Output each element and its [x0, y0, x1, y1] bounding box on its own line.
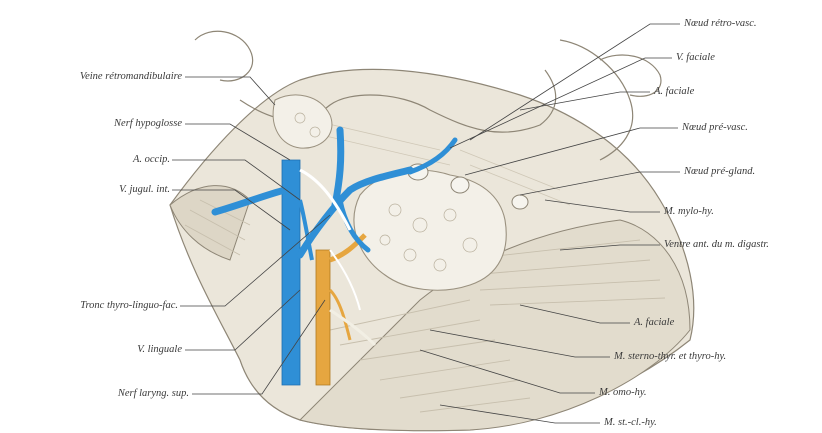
label-a-occip: A. occip.	[133, 154, 170, 166]
label-v-faciale: V. faciale	[676, 52, 715, 64]
label-a-faciale-low: A. faciale	[634, 317, 674, 329]
label-m-st-cl-hy: M. st.-cl.-hy.	[604, 417, 657, 429]
label-nerf-laryng-sup: Nerf laryng. sup.	[118, 388, 189, 400]
label-v-jugul-int: V. jugul. int.	[119, 184, 170, 196]
label-veine-retromandibulaire: Veine rétromandibulaire	[80, 71, 182, 83]
label-m-mylo-hy: M. mylo-hy.	[664, 206, 714, 218]
label-noeud-retro-vasc: Nœud rétro-vasc.	[684, 18, 757, 30]
label-ventre-ant-digastr: Ventre ant. du m. digastr.	[664, 239, 769, 251]
label-noeud-pre-gland: Nœud pré-gland.	[684, 166, 755, 178]
label-a-faciale-top: A. faciale	[654, 86, 694, 98]
label-nerf-hypoglosse: Nerf hypoglosse	[114, 118, 182, 130]
label-tronc-thyro-linguo-fac: Tronc thyro-linguo-fac.	[80, 300, 178, 312]
label-m-sterno-thyr: M. sterno-thyr. et thyro-hy.	[614, 351, 726, 363]
label-v-linguale: V. linguale	[137, 344, 182, 356]
label-noeud-pre-vasc: Nœud pré-vasc.	[682, 122, 748, 134]
label-m-omo-hy: M. omo-hy.	[599, 387, 647, 399]
